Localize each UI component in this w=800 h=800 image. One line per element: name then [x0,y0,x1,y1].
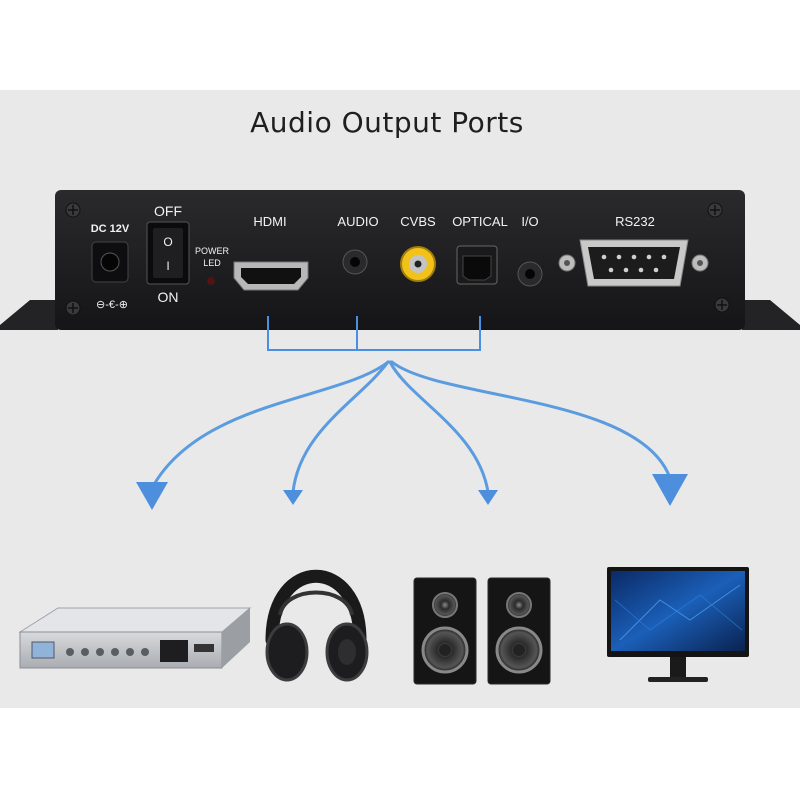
dc-jack-hole [100,252,120,272]
io-label: I/O [521,214,538,229]
arrowhead-icon [136,482,168,510]
audio-label: AUDIO [337,214,378,229]
off-label: OFF [154,203,182,219]
io-jack-port[interactable] [517,261,543,287]
switch-i-mark: I [166,259,169,273]
screw-icon [714,297,730,313]
hdmi-port[interactable] [233,261,309,291]
polarity-label: ⊖-€-⊕ [96,299,128,311]
arrowheads [136,474,688,510]
amplifier-icon [18,607,252,669]
screw-icon [65,300,81,316]
port-bracket [267,316,481,351]
power-switch-rocker [153,228,183,278]
power-led-label-1: POWER [195,246,230,256]
cvbs-label: CVBS [400,214,436,229]
arrow-to-headphones [291,360,390,494]
arrow-to-monitor [390,360,672,480]
speaker-icon [413,577,477,685]
arrowhead-icon [283,490,303,505]
audio-jack-port[interactable] [342,249,368,275]
rs232-port[interactable] [558,239,709,287]
dc-label: DC 12V [91,223,130,235]
chassis [55,190,745,330]
output-arrows [150,360,672,494]
hdmi-label: HDMI [253,214,286,229]
power-led-icon [206,276,216,286]
cvbs-rca-port[interactable] [400,246,436,282]
optical-port[interactable] [456,245,498,285]
page-title: Audio Output Ports [250,106,524,139]
screw-icon [65,202,81,218]
power-led-label-2: LED [203,258,221,268]
headphones-icon [265,569,369,682]
switch-o-mark: O [163,235,172,249]
arrow-to-amplifier [150,360,390,490]
rs232-label: RS232 [615,214,655,229]
on-label: ON [158,289,179,305]
arrowhead-icon [652,474,688,506]
monitor-icon [607,567,749,682]
screw-icon [707,202,723,218]
device-panel: DC 12V ⊖-€-⊕ OFF O I ON POWER LED HDMI A… [0,190,800,330]
speaker-icon [487,577,551,685]
arrowhead-icon [478,490,498,505]
optical-label: OPTICAL [452,214,508,229]
left-flange [0,300,58,330]
arrow-to-speakers [388,360,490,494]
right-flange [742,300,800,330]
